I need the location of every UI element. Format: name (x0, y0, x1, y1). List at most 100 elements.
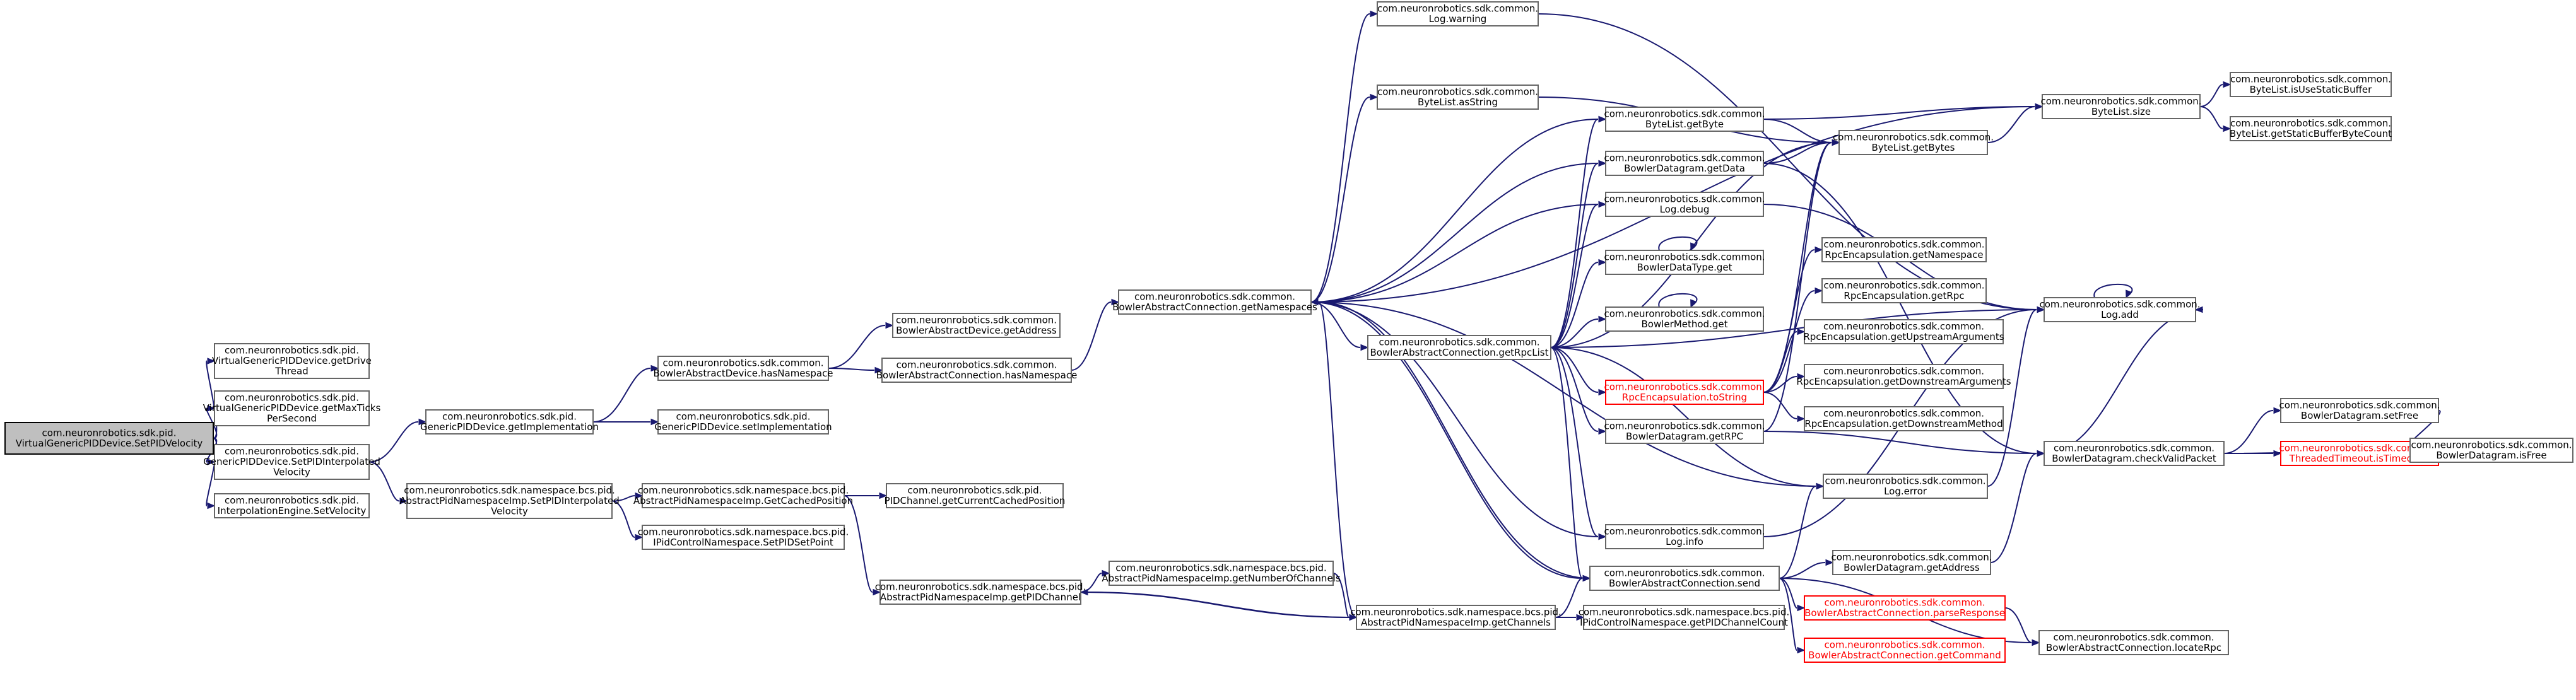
node-vg-drive[interactable]: com.neuronrobotics.sdk.pid.VirtualGeneri… (212, 343, 372, 379)
node-bd-getdata[interactable]: com.neuronrobotics.sdk.common.BowlerData… (1604, 151, 1765, 176)
node-bl-getbytes[interactable]: com.neuronrobotics.sdk.common.ByteList.g… (1833, 130, 1994, 155)
node-log-info[interactable]: com.neuronrobotics.sdk.common.Log.info (1604, 524, 1765, 549)
node-apn-cached[interactable]: com.neuronrobotics.sdk.namespace.bcs.pid… (633, 483, 853, 508)
edge-arrowhead (1598, 259, 1607, 266)
node-apn-getch[interactable]: com.neuronrobotics.sdk.namespace.bcs.pid… (1350, 605, 1561, 630)
node-label-line: com.neuronrobotics.sdk.pid. (676, 411, 811, 422)
node-gpd-interp[interactable]: com.neuronrobotics.sdk.pid.GenericPIDDev… (203, 444, 380, 480)
node-box (657, 409, 829, 435)
node-bac-hasns[interactable]: com.neuronrobotics.sdk.common.BowlerAbst… (876, 358, 1078, 383)
node-bd-checkvalid[interactable]: com.neuronrobotics.sdk.common.BowlerData… (2044, 441, 2225, 466)
node-bl-isstatic[interactable]: com.neuronrobotics.sdk.common.ByteList.i… (2230, 72, 2392, 97)
node-ipc-chcount[interactable]: com.neuronrobotics.sdk.namespace.bcs.pid… (1579, 605, 1790, 630)
node-bl-getbyte[interactable]: com.neuronrobotics.sdk.common.ByteList.g… (1604, 107, 1765, 132)
node-bd-getrpc[interactable]: com.neuronrobotics.sdk.common.BowlerData… (1604, 419, 1765, 444)
node-rpc-downmethod[interactable]: com.neuronrobotics.sdk.common.RpcEncapsu… (1804, 406, 2004, 431)
node-label-line: com.neuronrobotics.sdk.common. (1604, 420, 1765, 431)
node-bac-parse[interactable]: com.neuronrobotics.sdk.common.BowlerAbst… (1804, 595, 2006, 621)
node-box (1804, 638, 2006, 663)
edge-arrowhead (885, 322, 894, 329)
node-box (1804, 406, 2004, 431)
node-label-line: RpcEncapsulation.getRpc (1844, 290, 1964, 301)
edge-apn-cached-to-pidch-curpos (844, 492, 888, 499)
edge-bac-getns-to-log-warning (1310, 10, 1379, 303)
node-root[interactable]: com.neuronrobotics.sdk.pid.VirtualGeneri… (4, 422, 214, 455)
edge-arrowhead (874, 366, 883, 374)
node-bl-asstring[interactable]: com.neuronrobotics.sdk.common.ByteList.a… (1377, 85, 1539, 110)
edge-line (368, 421, 419, 463)
edge-arrowhead (2126, 289, 2132, 299)
node-bdt-get[interactable]: com.neuronrobotics.sdk.common.BowlerData… (1604, 250, 1765, 275)
node-bl-staticcount[interactable]: com.neuronrobotics.sdk.common.ByteList.g… (2230, 116, 2392, 141)
node-label-line: com.neuronrobotics.sdk.namespace.bcs.pid… (638, 484, 849, 496)
node-bd-setfree[interactable]: com.neuronrobotics.sdk.common.BowlerData… (2279, 398, 2440, 423)
node-apn-numch[interactable]: com.neuronrobotics.sdk.namespace.bcs.pid… (1102, 561, 1341, 586)
node-rpc-getrpc[interactable]: com.neuronrobotics.sdk.common.RpcEncapsu… (1821, 278, 1987, 303)
node-rpc-getns[interactable]: com.neuronrobotics.sdk.common.RpcEncapsu… (1821, 237, 1987, 262)
node-bac-locaterpc[interactable]: com.neuronrobotics.sdk.common.BowlerAbst… (2038, 630, 2229, 655)
node-box (1583, 605, 1785, 630)
node-bad-hasns[interactable]: com.neuronrobotics.sdk.common.BowlerAbst… (653, 356, 833, 381)
node-label-line: com.neuronrobotics.sdk.common. (1604, 251, 1765, 262)
node-label-line: com.neuronrobotics.sdk.common. (1604, 308, 1765, 319)
node-gpd-setimpl[interactable]: com.neuronrobotics.sdk.pid.GenericPIDDev… (654, 409, 832, 435)
node-ie-setvel[interactable]: com.neuronrobotics.sdk.pid.Interpolation… (214, 493, 370, 518)
node-log-debug[interactable]: com.neuronrobotics.sdk.common.Log.debug (1604, 192, 1765, 217)
node-bac-getns[interactable]: com.neuronrobotics.sdk.common.BowlerAbst… (1112, 289, 1317, 315)
edge-arrowhead (1797, 415, 1806, 423)
node-label-line: ByteList.isUseStaticBuffer (2250, 84, 2373, 95)
node-rpc-upargs[interactable]: com.neuronrobotics.sdk.common.RpcEncapsu… (1803, 319, 2004, 344)
node-rpc-downargs[interactable]: com.neuronrobotics.sdk.common.RpcEncapsu… (1796, 364, 2011, 389)
edge-line (1763, 142, 1832, 393)
edge-arrowhead (1598, 315, 1607, 323)
node-apn-interp[interactable]: com.neuronrobotics.sdk.namespace.bcs.pid… (399, 483, 620, 519)
node-bad-getaddr[interactable]: com.neuronrobotics.sdk.common.BowlerAbst… (892, 313, 1061, 338)
edge-arrowhead (1816, 482, 1825, 490)
node-label-line: com.neuronrobotics.sdk.pid. (225, 345, 359, 356)
node-box (214, 493, 370, 518)
node-rpc-tostring[interactable]: com.neuronrobotics.sdk.common.RpcEncapsu… (1604, 380, 1765, 405)
edge-line (2044, 309, 2204, 454)
node-bac-getcmd[interactable]: com.neuronrobotics.sdk.common.BowlerAbst… (1804, 638, 2006, 663)
edge-arrowhead (2194, 306, 2203, 313)
node-bm-get[interactable]: com.neuronrobotics.sdk.common.BowlerMeth… (1604, 306, 1765, 332)
node-bac-send[interactable]: com.neuronrobotics.sdk.common.BowlerAbst… (1589, 566, 1780, 591)
node-label-line: com.neuronrobotics.sdk.common. (2040, 95, 2201, 107)
node-bd-getaddr[interactable]: com.neuronrobotics.sdk.common.BowlerData… (1831, 550, 1992, 575)
node-log-warning[interactable]: com.neuronrobotics.sdk.common.Log.warnin… (1377, 1, 1539, 26)
node-bl-size[interactable]: com.neuronrobotics.sdk.common.ByteList.s… (2040, 94, 2202, 119)
node-label-line: com.neuronrobotics.sdk.pid. (225, 392, 359, 404)
node-label-line: com.neuronrobotics.sdk.common. (1824, 639, 1985, 650)
node-box (1823, 474, 1988, 499)
node-log-add[interactable]: com.neuronrobotics.sdk.common.Log.add (2039, 297, 2201, 322)
edge-bac-getrpclist-to-log-info (1550, 347, 1607, 540)
node-label-line: ByteList.asString (1418, 96, 1498, 108)
node-box (642, 525, 845, 550)
node-gpd-getimpl[interactable]: com.neuronrobotics.sdk.pid.GenericPIDDev… (420, 409, 599, 435)
node-label-line: Log.add (2101, 309, 2139, 320)
node-box (406, 483, 613, 519)
node-apn-getpidch[interactable]: com.neuronrobotics.sdk.namespace.bcs.pid… (875, 580, 1086, 605)
node-bd-isfree[interactable]: com.neuronrobotics.sdk.common.BowlerData… (2409, 438, 2573, 463)
node-label-line: com.neuronrobotics.sdk.pid. (442, 411, 577, 422)
node-bac-getrpclist[interactable]: com.neuronrobotics.sdk.common.BowlerAbst… (1367, 335, 1551, 360)
node-box (1821, 278, 1987, 303)
edge-arrowhead (1598, 533, 1607, 540)
node-box (1838, 130, 1988, 155)
node-label-line: BowlerDataType.get (1637, 262, 1732, 273)
node-ipc-setpoint[interactable]: com.neuronrobotics.sdk.namespace.bcs.pid… (638, 525, 849, 550)
edge-bl-getbytes-to-bl-size (1987, 103, 2044, 143)
edge-line (611, 495, 635, 502)
node-pidch-curpos[interactable]: com.neuronrobotics.sdk.pid.PIDChannel.ge… (885, 483, 1066, 508)
edge-arrowhead (650, 365, 659, 372)
edge-arrowhead (2032, 639, 2040, 646)
edge-line (1779, 562, 1826, 579)
node-box (1377, 1, 1539, 26)
edge-arrowhead (207, 502, 216, 510)
edge-line (1763, 163, 2037, 454)
node-log-error[interactable]: com.neuronrobotics.sdk.common.Log.error (1823, 474, 1988, 499)
node-box (879, 580, 1081, 605)
node-vg-maxticks[interactable]: com.neuronrobotics.sdk.pid.VirtualGeneri… (203, 390, 381, 426)
edge-bd-getrpc-to-bl-getbytes (1763, 139, 1840, 432)
node-label-line: com.neuronrobotics.sdk.common. (1825, 475, 1985, 486)
